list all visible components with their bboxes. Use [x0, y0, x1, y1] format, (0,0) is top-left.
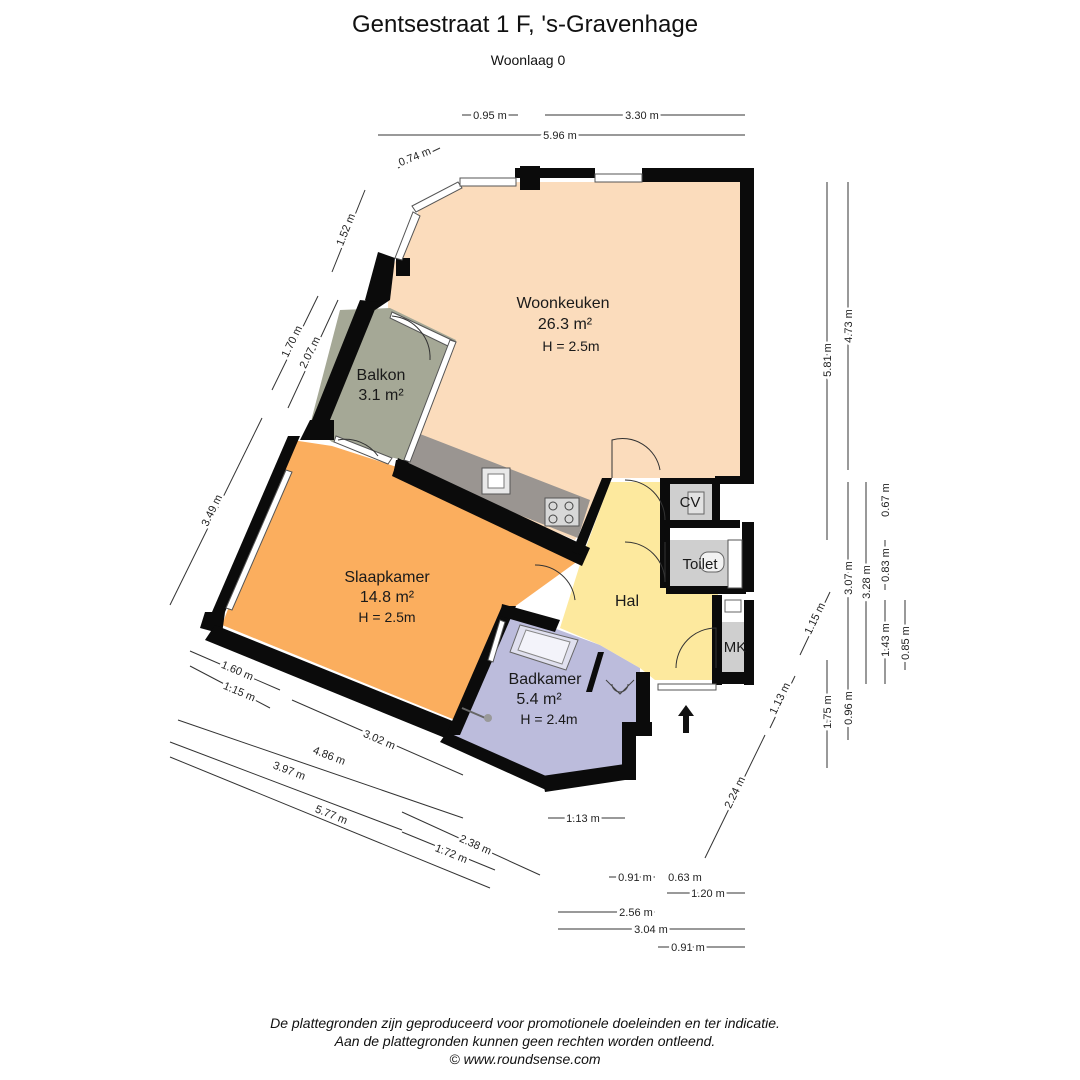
dim-label: 1.52 m — [334, 212, 358, 248]
door-balkon-top — [391, 315, 431, 361]
dim-label: 5.96 m — [543, 130, 577, 142]
door-front — [675, 627, 717, 669]
slaapkamer-height: H = 2.5m — [358, 609, 415, 625]
plan-subtitle: Woonlaag 0 — [491, 52, 566, 68]
toilet-name: Toilet — [682, 556, 718, 573]
dim-label: 2.56 m — [619, 907, 653, 919]
dim-label: 0.83 m — [880, 548, 892, 582]
footer: De plattegronden zijn geproduceerd voor … — [270, 1015, 780, 1067]
dim-label: 0.96 m — [843, 691, 855, 725]
dim-label: 4.86 m — [311, 745, 347, 768]
room-labels: Woonkeuken 26.3 m² H = 2.5m Balkon 3.1 m… — [344, 295, 746, 727]
entrance-arrow-icon — [678, 705, 694, 733]
dim-label: 0.63 m — [668, 872, 702, 884]
dim-label: 0.85 m — [900, 626, 912, 660]
fixtures — [461, 467, 742, 722]
balkon-area: 3.1 m² — [358, 387, 404, 404]
badkamer-name: Badkamer — [509, 671, 583, 688]
dim-label: 1.15 m — [221, 680, 257, 704]
room-mk — [720, 622, 748, 680]
dim-label: 1.70 m — [280, 324, 306, 359]
dim-label: 1.75 m — [822, 695, 834, 729]
dim-label: 1.13 m — [768, 681, 794, 716]
dim-label: 1.13 m — [566, 813, 600, 825]
room-slaapkamer — [222, 440, 582, 720]
dim-label: 3.07 m — [843, 561, 855, 595]
dim-label: 3.97 m — [271, 760, 307, 783]
door-hal-cv — [624, 479, 666, 521]
door-toilet — [624, 541, 666, 583]
room-woonkeuken — [388, 182, 742, 540]
dim-label: 0.95 m — [473, 110, 507, 122]
balkon-name: Balkon — [357, 367, 406, 384]
slaapkamer-area: 14.8 m² — [360, 589, 415, 606]
door-balkon-bottom — [337, 438, 379, 457]
badkamer-height: H = 2.4m — [520, 711, 577, 727]
dim-label: 1.60 m — [219, 659, 255, 683]
room-badkamer — [450, 612, 640, 778]
washbasin-icon — [605, 679, 635, 695]
dim-label: 0.67 m — [880, 483, 892, 517]
windows — [225, 173, 743, 691]
cv-name: CV — [680, 494, 701, 511]
footer-line-1: De plattegronden zijn geproduceerd voor … — [270, 1015, 780, 1031]
woonkeuken-name: Woonkeuken — [516, 295, 609, 312]
footer-line-2: Aan de plattegronden kunnen geen rechten… — [334, 1033, 716, 1049]
dim-label: 5.81 m — [822, 343, 834, 377]
hal-name: Hal — [615, 593, 639, 610]
woonkeuken-height: H = 2.5m — [542, 338, 599, 354]
dim-label: 3.28 m — [861, 565, 873, 599]
dim-label: 2.07 m — [298, 335, 324, 370]
dimension-lines — [169, 114, 906, 948]
mk-unit-icon — [724, 599, 742, 613]
dim-label: 1.20 m — [691, 888, 725, 900]
slaapkamer-name: Slaapkamer — [344, 569, 430, 586]
dim-label: 1.15 m — [803, 601, 829, 636]
mk-name: MK — [724, 639, 747, 656]
cv-unit-icon — [687, 491, 705, 515]
shower-icon — [461, 707, 492, 722]
dim-label: 0.74 m — [397, 145, 433, 169]
badkamer-area: 5.4 m² — [516, 691, 562, 708]
footer-line-3: © www.roundsense.com — [449, 1051, 600, 1067]
toilet-bowl-icon — [699, 551, 725, 573]
dim-label: 2.24 m — [723, 775, 749, 810]
dim-label: 3.04 m — [634, 924, 668, 936]
dim-label: 0.91 m — [618, 872, 652, 884]
dim-label: 3.49 m — [200, 493, 226, 528]
room-hal — [560, 482, 718, 680]
dim-label: 5.77 m — [313, 803, 349, 827]
dim-label: 1.43 m — [880, 623, 892, 657]
dim-label: 0.91 m — [671, 942, 705, 954]
dim-label: 3.02 m — [361, 728, 397, 752]
dim-label: 3.30 m — [625, 110, 659, 122]
door-woonkeuken — [611, 438, 661, 478]
woonkeuken-area: 26.3 m² — [538, 316, 593, 333]
dim-label: 4.73 m — [843, 309, 855, 343]
plan-title: Gentsestraat 1 F, 's-Gravenhage — [352, 11, 698, 38]
doors — [337, 315, 717, 669]
door-slaapkamer — [534, 564, 576, 601]
walls — [200, 166, 754, 792]
